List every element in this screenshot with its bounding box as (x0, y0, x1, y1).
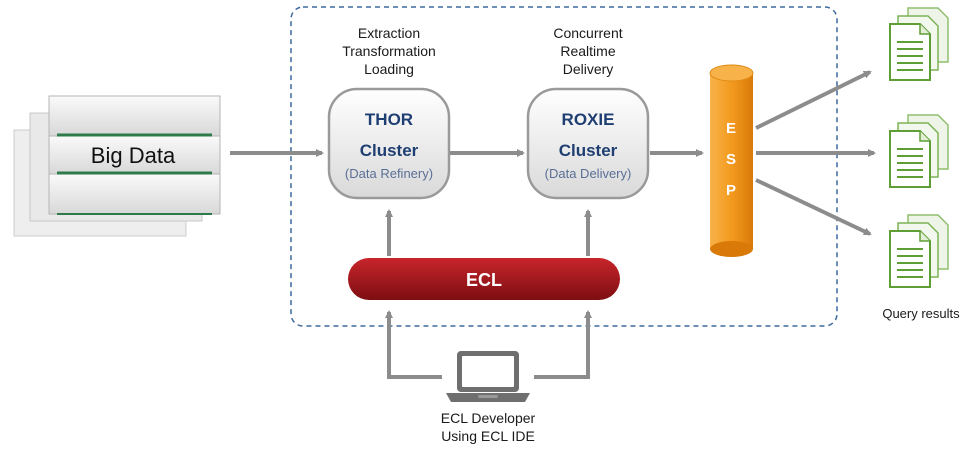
system-boundary (290, 6, 838, 327)
big-data-store: Big Data (13, 95, 221, 237)
roxie-role: (Data Delivery) (545, 166, 632, 181)
document-stack-icon (889, 114, 949, 188)
ecl-bar (348, 258, 620, 300)
esp-letter-e: E (726, 120, 736, 137)
esp-result-arrow-bottom (755, 178, 872, 236)
developer-label-line2: Using ECL IDE (441, 428, 535, 444)
esp-cylinder-bottom (710, 241, 753, 257)
esp-result-arrow-top (755, 70, 872, 130)
laptop-icon (446, 351, 530, 402)
esp-letter-s: S (726, 151, 736, 168)
document-stack-icon (889, 7, 949, 81)
thor-steps: Extraction Transformation Loading (342, 25, 436, 77)
thor-step-loading: Loading (364, 61, 414, 77)
thor-step-transformation: Transformation (342, 43, 436, 59)
roxie-subtitle: Cluster (559, 141, 618, 160)
esp-cylinder-body (710, 73, 753, 249)
thor-subtitle: Cluster (360, 141, 419, 160)
esp-letter-p: P (726, 182, 736, 199)
developer-to-ecl-left-arrow (385, 310, 442, 379)
ecl-label: ECL (466, 270, 502, 290)
esp-service: E S P (709, 64, 754, 257)
thor-cluster-box (327, 87, 451, 200)
thor-step-extraction: Extraction (358, 25, 420, 41)
roxie-step-realtime: Realtime (560, 43, 615, 59)
thor-role: (Data Refinery) (345, 166, 433, 181)
roxie-steps: Concurrent Realtime Delivery (553, 25, 622, 77)
roxie-step-delivery: Delivery (563, 61, 614, 77)
esp-cylinder-top (709, 64, 754, 82)
ecl-language-bar: ECL (348, 258, 620, 300)
thor-title: THOR (365, 110, 413, 129)
big-data-label: Big Data (91, 143, 176, 168)
query-results-label: Query results (882, 306, 960, 321)
server-stack-icon (13, 95, 221, 237)
thor-cluster: THOR Cluster (Data Refinery) (327, 87, 451, 200)
developer-to-ecl-right-arrow (534, 310, 592, 379)
document-stack-icon (889, 214, 949, 288)
roxie-step-concurrent: Concurrent (553, 25, 622, 41)
roxie-cluster-box (526, 87, 650, 200)
developer-label-line1: ECL Developer (441, 410, 536, 426)
roxie-title: ROXIE (562, 110, 615, 129)
roxie-cluster: ROXIE Cluster (Data Delivery) (526, 87, 650, 200)
